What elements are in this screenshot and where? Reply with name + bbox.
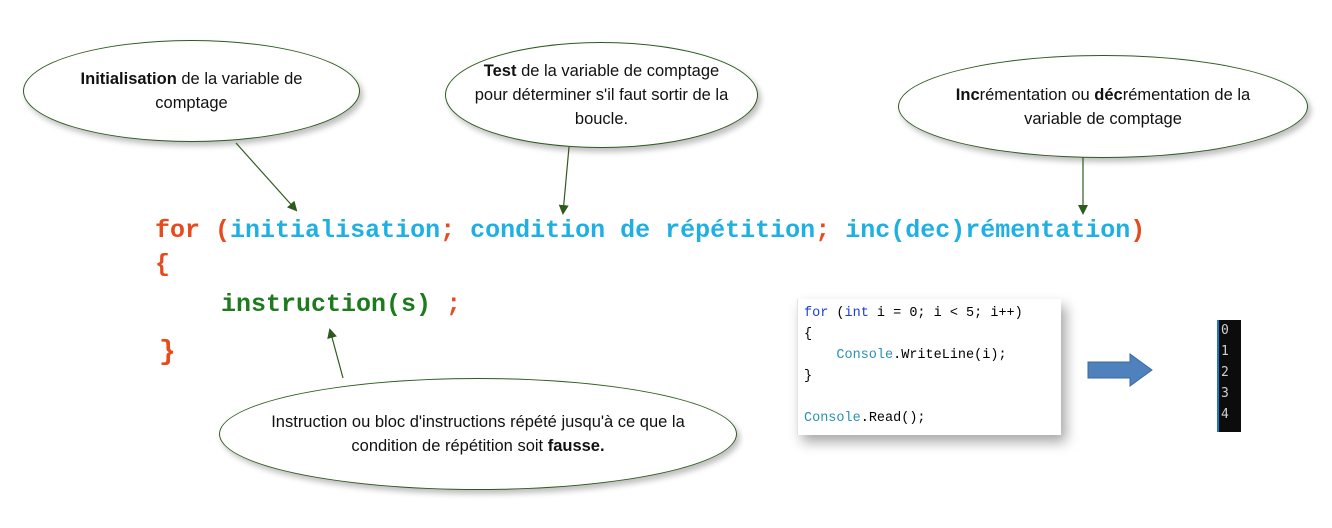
console-line: 0 xyxy=(1221,323,1229,338)
callout-incrementation: Incrémentation ou décrémentation de la v… xyxy=(898,55,1308,158)
console-line: 3 xyxy=(1221,386,1229,401)
keyword-for: for xyxy=(155,216,201,245)
result-arrow xyxy=(1087,353,1153,387)
paren-open: ( xyxy=(215,216,231,245)
callout-inc-bold: Inc xyxy=(955,85,980,104)
snippet-line-3: Console.WriteLine(i); xyxy=(804,345,1061,366)
console-line: 4 xyxy=(1221,407,1229,422)
callout-initialisation-text: de la variable de comptage xyxy=(155,70,303,112)
console-output: 0 1 2 3 4 xyxy=(1217,320,1241,432)
for-syntax-line: for (initialisation; condition de répéti… xyxy=(155,216,1145,246)
snippet-line-5 xyxy=(804,387,1061,408)
console-line: 2 xyxy=(1221,365,1229,380)
paren-close: ) xyxy=(1130,216,1146,245)
snippet-kw-for: for xyxy=(804,306,829,321)
callout-instruction: Instruction ou bloc d'instructions répét… xyxy=(219,378,737,490)
syntax-initialisation: initialisation xyxy=(230,216,441,245)
callout-initialisation-bold: Initialisation xyxy=(80,70,177,88)
console-line: 1 xyxy=(1221,344,1229,359)
brace-open: { xyxy=(155,250,171,279)
instruction-line: instruction(s) ; xyxy=(221,290,461,320)
snippet-class-console: Console xyxy=(836,348,894,363)
snippet-indent xyxy=(804,348,836,363)
syntax-incdec: inc(dec)rémentation xyxy=(845,216,1131,245)
callout-instruction-text: Instruction ou bloc d'instructions répét… xyxy=(271,413,685,455)
brace-close: } xyxy=(159,337,176,368)
arrow-to-instruction xyxy=(327,328,344,379)
callout-initialisation: Initialisation de la variable de comptag… xyxy=(23,40,360,142)
callout-dec-bold: déc xyxy=(1094,85,1123,104)
callout-instruction-bold: fausse. xyxy=(547,437,605,455)
arrow-to-condition xyxy=(558,146,570,215)
semicolon-1: ; xyxy=(440,216,456,245)
snippet-class-console: Console xyxy=(804,411,861,426)
snippet-kw-int: int xyxy=(844,306,869,321)
snippet-line-2: { xyxy=(804,327,813,342)
callout-inc-text: rémentation de la variable de comptage xyxy=(1024,85,1251,128)
snippet-text: .Read(); xyxy=(860,411,926,426)
semicolon-2: ; xyxy=(815,216,831,245)
callout-test-bold: Test xyxy=(483,62,517,80)
callout-test: Test de la variable de comptage pour dét… xyxy=(445,42,758,148)
snippet-text: ( xyxy=(828,306,845,321)
syntax-condition: condition de répétition xyxy=(470,216,816,245)
code-snippet: for (int i = 0; i < 5; i++) { Console.Wr… xyxy=(797,299,1061,435)
callout-test-text: de la variable de comptage pour détermin… xyxy=(474,62,729,128)
snippet-text: .WriteLine(i); xyxy=(893,348,1007,363)
arrow-to-initialisation xyxy=(235,142,298,212)
snippet-text: i = 0; i < 5; i++) xyxy=(868,306,1023,321)
semicolon-3: ; xyxy=(446,290,462,319)
snippet-line-1: for (int i = 0; i < 5; i++) xyxy=(804,303,1061,324)
snippet-line-6: Console.Read(); xyxy=(804,408,1061,429)
syntax-instruction: instruction(s) xyxy=(221,290,432,319)
snippet-line-4: } xyxy=(804,369,813,384)
callout-inc-mid: rémentation ou xyxy=(979,85,1095,104)
